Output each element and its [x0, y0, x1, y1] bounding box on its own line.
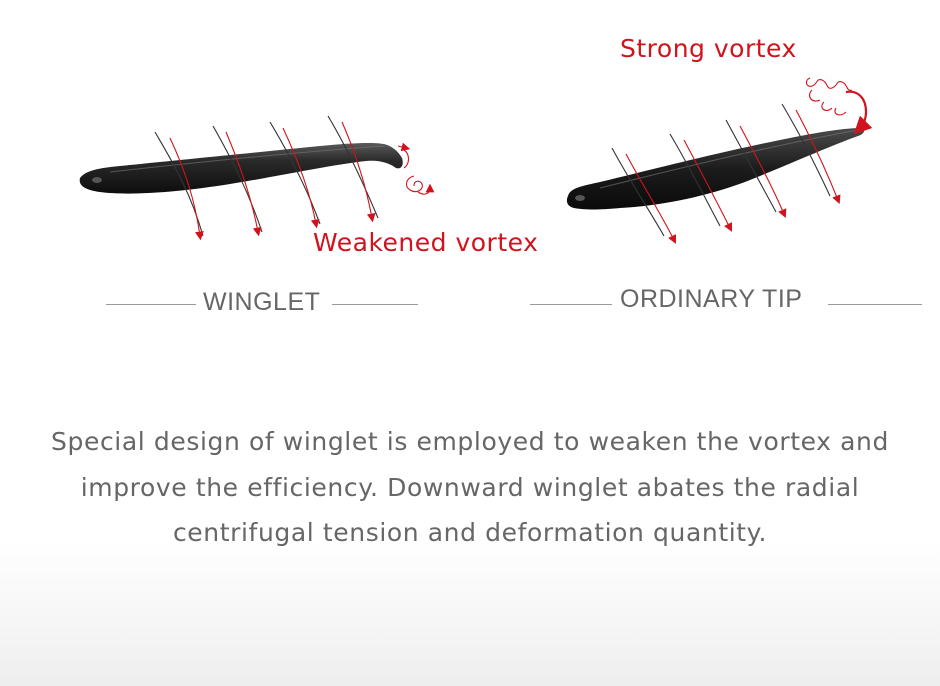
description-line-1: Special design of winglet is employed to… — [51, 427, 889, 456]
ordinary-blade-icon — [566, 128, 865, 210]
vortex-spiral-icon — [397, 142, 435, 195]
airflow-arrow-icon — [154, 115, 379, 241]
vortex-spiral-icon — [805, 77, 873, 135]
ordinary-tip-label: ORDINARY TIP — [620, 285, 803, 313]
description-line-2: improve the efficiency. Downward winglet… — [80, 473, 860, 502]
winglet-rule-left — [106, 304, 196, 305]
ordinary-rule-left — [530, 304, 612, 305]
winglet-rule-right — [332, 304, 418, 305]
weakened-vortex-label: Weakened vortex — [313, 228, 539, 257]
winglet-blade-icon — [79, 142, 403, 194]
ordinary-rule-right — [828, 304, 922, 305]
description-line-3: centrifugal tension and deformation quan… — [172, 518, 768, 547]
winglet-label: WINGLET — [203, 288, 321, 316]
strong-vortex-label: Strong vortex — [620, 34, 797, 63]
airflow-arrow-icon — [611, 103, 841, 244]
